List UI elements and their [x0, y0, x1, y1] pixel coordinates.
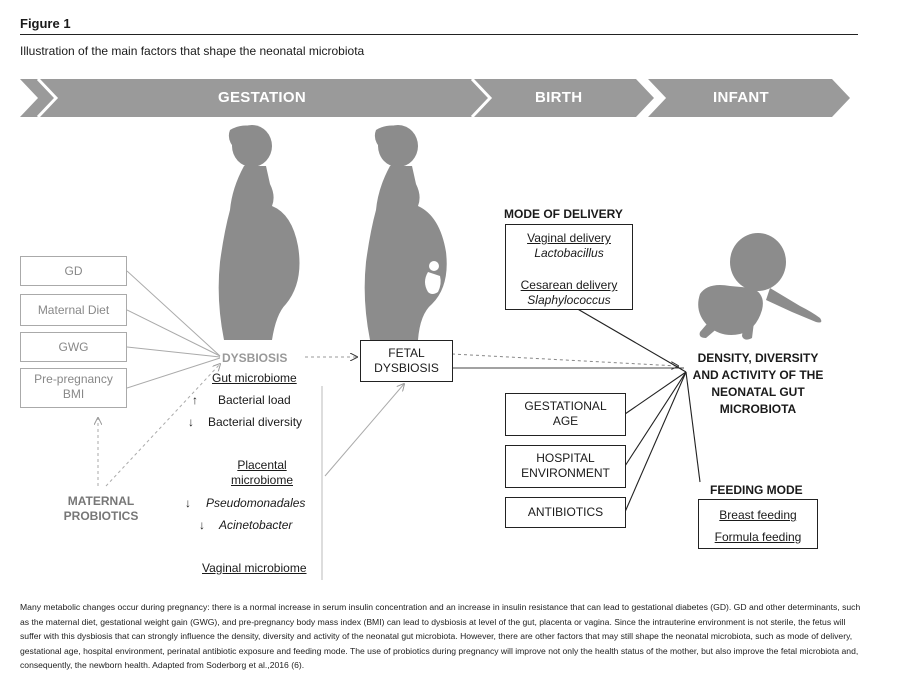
gestational-age-box: GESTATIONAL AGE: [505, 393, 626, 436]
cesarean-delivery-label: Cesarean delivery: [520, 278, 618, 292]
fetus-icon: [425, 261, 441, 294]
figure-label: Figure 1: [20, 16, 71, 31]
factor-gd: GD: [20, 256, 127, 286]
dysbiosis-title: DYSBIOSIS: [222, 351, 288, 365]
placental-item-2-arrow: ↓: [199, 518, 205, 532]
vaginal-microbiome-title: Vaginal microbiome: [202, 561, 307, 575]
gut-item-2: Bacterial diversity: [208, 415, 303, 429]
feeding-mode-title: FEEDING MODE: [710, 483, 803, 497]
banner-gestation: [20, 79, 496, 117]
fetal-dysbiosis-box: FETAL DYSBIOSIS: [360, 340, 453, 382]
factor-maternal-diet: Maternal Diet: [20, 294, 127, 326]
vaginal-genus-label: Lactobacillus: [534, 246, 604, 260]
maternal-probiotics-label: MATERNAL PROBIOTICS: [63, 494, 139, 523]
banner-infant: [646, 79, 850, 117]
figure-caption: Illustration of the main factors that sh…: [20, 44, 365, 58]
outcome-label: DENSITY, DIVERSITY AND ACTIVITY OF THE N…: [692, 351, 824, 416]
formula-feeding-label: Formula feeding: [714, 530, 802, 544]
phase-gestation: GESTATION: [218, 89, 306, 106]
feeding-mode-box: Breast feeding Formula feeding: [698, 499, 818, 549]
breast-feeding-label: Breast feeding: [719, 508, 797, 522]
crawling-baby-silhouette: [698, 233, 822, 340]
placental-item-2: Acinetobacter: [219, 518, 293, 532]
cesarean-genus-label: Slaphylococcus: [527, 293, 611, 307]
banner-birth: [472, 79, 654, 117]
factor-gwg: GWG: [20, 332, 127, 362]
pregnant-woman-silhouette: [218, 125, 300, 340]
pregnant-woman-fetus-silhouette: [364, 125, 447, 340]
gut-microbiome-title: Gut microbiome: [212, 371, 297, 385]
maternal-to-dysbiosis-lines: [126, 270, 221, 389]
hospital-environment-box: HOSPITAL ENVIRONMENT: [505, 445, 626, 488]
vaginal-delivery-label: Vaginal delivery: [527, 231, 611, 245]
placental-microbiome-title: Placental microbiome: [230, 458, 293, 487]
gut-item-1: Bacterial load: [218, 393, 291, 407]
mode-of-delivery-box: Vaginal delivery Lactobacillus Cesarean …: [505, 224, 633, 310]
placental-item-1-arrow: ↓: [185, 496, 191, 510]
phase-birth: BIRTH: [535, 89, 583, 106]
factor-pre-pregnancy-bmi: Pre-pregnancy BMI: [20, 368, 127, 408]
gut-item-2-arrow: ↓: [188, 415, 194, 429]
mode-of-delivery-title: MODE OF DELIVERY: [504, 207, 623, 221]
antibiotics-box: ANTIBIOTICS: [505, 497, 626, 528]
phase-infant: INFANT: [713, 89, 769, 106]
placental-item-1: Pseudomonadales: [206, 496, 306, 510]
birth-to-outcome-lines: [568, 303, 701, 513]
title-rule: [20, 34, 858, 35]
figure-footnote: Many metabolic changes occur during preg…: [20, 602, 861, 671]
gut-item-1-arrow: ↑: [192, 393, 198, 407]
